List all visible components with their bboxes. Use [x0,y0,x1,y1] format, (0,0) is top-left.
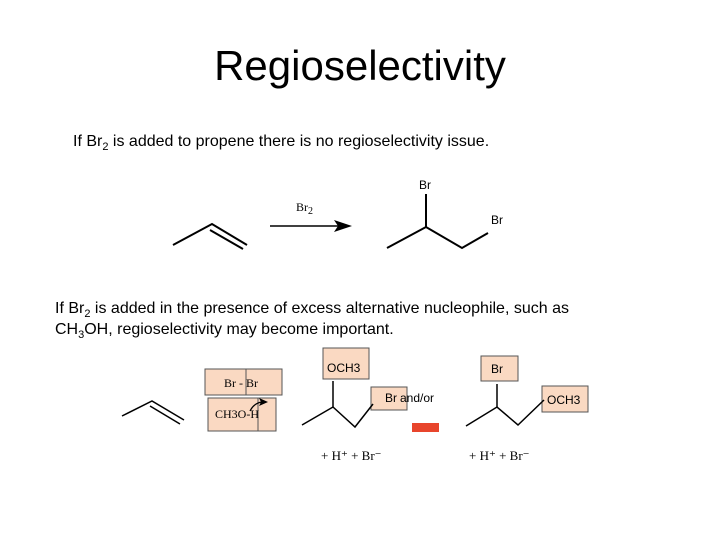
methanol-label: CH3O-H [215,407,259,421]
product1-skeleton [301,381,374,429]
slide-title: Regioselectivity [214,42,506,89]
product2-skeleton [465,384,545,427]
line2-text-a: If Br [55,300,85,317]
bromine-label: Br - Br [224,376,258,390]
and-or-bar [412,423,439,432]
scheme1-arrow [270,220,352,232]
product1-och3: OCH3 [327,361,361,375]
product2-och3-box [541,385,589,413]
curved-arrow [249,398,268,412]
line1-subscript: 2 [102,141,109,154]
text-line-3: CH3OH, regioselectivity may become impor… [55,321,394,341]
scheme1-br-right: Br [491,213,503,227]
line3-text-b: OH, regioselectivity may become importan… [84,321,394,338]
scheme1-propene [172,222,248,250]
product1-och3-box [322,347,370,380]
line2-subscript: 2 [84,308,91,321]
product1-br-box [370,386,408,411]
product1-br: Br [385,391,397,405]
scheme2-propene [121,400,185,425]
bromine-box [204,368,283,396]
product2-br: Br [491,362,503,376]
scheme1-br-top: Br [419,178,431,192]
scheme1-product [386,194,489,250]
line3-text-a: CH [55,321,79,338]
line3-subscript: 3 [78,329,85,342]
scheme1-reagent: Br2 [296,200,313,217]
text-line-1: If Br2 is added to propene there is no r… [73,133,489,153]
byproducts-2: + H⁺ + Br⁻ [469,448,530,463]
product2-och3: OCH3 [547,393,581,407]
line1-text-b: is added to propene there is no regiosel… [108,133,490,150]
and-or-label: and/or [400,391,434,405]
line2-text-b: is added in the presence of excess alter… [90,300,569,317]
byproducts-1: + H⁺ + Br⁻ [321,448,382,463]
product2-br-box [480,355,519,382]
line1-text-a: If Br [73,133,103,150]
text-line-2: If Br2 is added in the presence of exces… [55,300,569,320]
